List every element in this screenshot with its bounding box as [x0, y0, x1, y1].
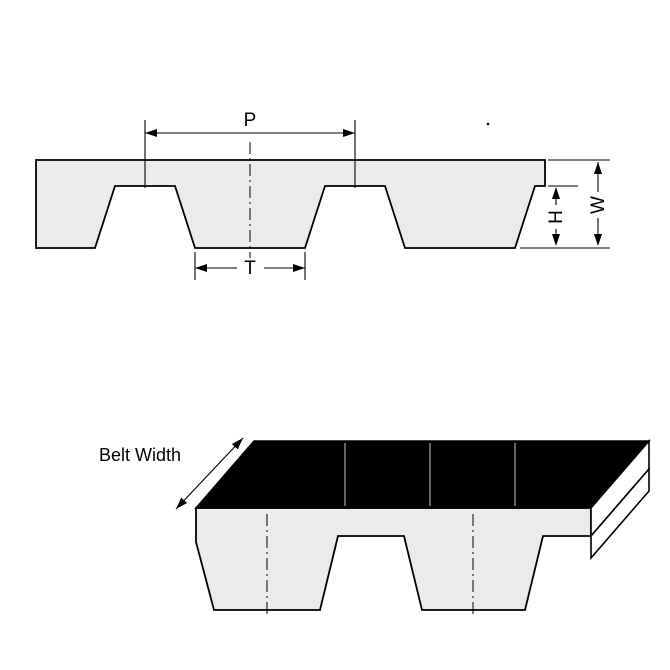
- belt-profile-shape: [35, 159, 546, 249]
- arrowhead-down-icon: [594, 234, 602, 246]
- arrowhead-right-icon: [343, 129, 355, 137]
- belt-end-tooth-face: [590, 466, 650, 561]
- belt-width-label: Belt Width: [99, 445, 181, 465]
- belt-front-face: [195, 507, 592, 611]
- arrowhead-downleft-icon: [176, 497, 188, 509]
- arrowhead-left-icon: [145, 129, 157, 137]
- dimension-tooth-width: T: [194, 252, 306, 280]
- belt-width-callout: Belt Width: [99, 437, 244, 510]
- belt-cross-section: P T H: [35, 110, 610, 280]
- stray-mark: [486, 122, 490, 126]
- dimension-label-tooth-width: T: [244, 258, 256, 279]
- belt-top-face: [194, 440, 651, 509]
- arrowhead-left-icon: [195, 264, 207, 272]
- dimension-label-belt-thickness: W: [588, 196, 609, 214]
- arrowhead-down-icon: [552, 234, 560, 246]
- dimension-tooth-height: H: [546, 185, 578, 246]
- dimension-label-pitch: P: [244, 110, 257, 131]
- dimension-pitch: P: [144, 110, 356, 188]
- belt-width-arrow-line: [175, 437, 244, 510]
- arrowhead-right-icon: [293, 264, 305, 272]
- dimension-belt-thickness: W: [520, 159, 610, 249]
- arrowhead-upright-icon: [231, 438, 243, 450]
- arrowhead-up-icon: [594, 162, 602, 174]
- dimension-label-tooth-height: H: [546, 210, 567, 224]
- arrowhead-up-icon: [552, 187, 560, 199]
- belt-3d-view: Belt Width: [99, 437, 651, 618]
